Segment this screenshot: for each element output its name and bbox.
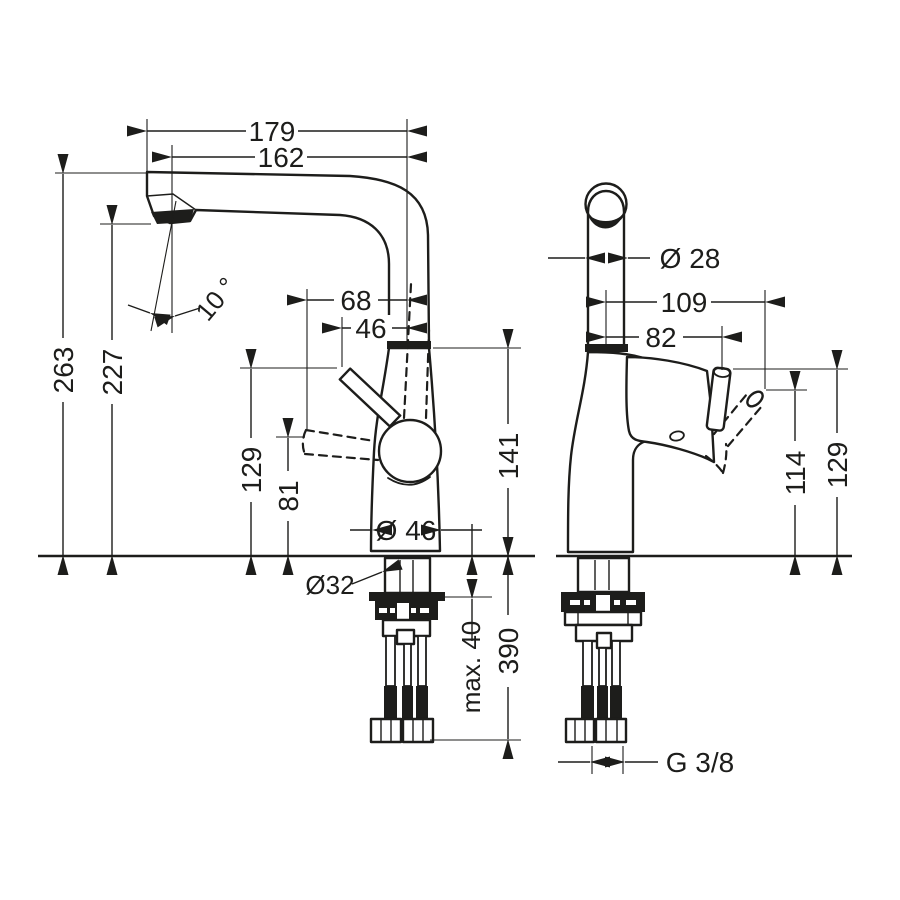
side-handle-housing — [625, 355, 716, 464]
dim-handle-reach: 68 — [340, 285, 371, 316]
dim-handle-reach-open: 46 — [355, 313, 386, 344]
side-mounting-assembly — [561, 556, 645, 744]
side-dimension-labels: Ø 28 109 82 114 129 G 3/8 — [639, 243, 853, 778]
front-bracket-tab — [395, 628, 416, 646]
side-clamp-mark — [626, 600, 636, 605]
dim-handle-height: 129 — [236, 447, 267, 494]
side-bracket-tab — [595, 631, 613, 650]
dim-side-handle-height: 129 — [822, 442, 853, 489]
front-clamp-mark — [390, 608, 395, 613]
side-clamp-mark — [584, 600, 590, 605]
front-ball-joint — [377, 418, 443, 484]
front-hose-nut — [401, 717, 435, 744]
front-flange — [369, 592, 445, 601]
dim-mounting-thickness: max. 40 — [456, 621, 486, 714]
front-view: 179 162 263 227 10 ° 68 46 129 81 141 Ø … — [38, 116, 535, 759]
side-joint-bar — [585, 344, 628, 352]
side-shank — [576, 556, 631, 594]
front-mounting-assembly — [369, 556, 445, 744]
side-tab-lines — [577, 612, 629, 625]
front-shank — [383, 556, 432, 595]
side-spout-crescent — [587, 212, 624, 229]
dim-width-spout: 162 — [258, 142, 305, 173]
side-clamp-slot — [596, 595, 610, 612]
side-hose-crimp — [597, 686, 608, 719]
side-view: Ø 28 109 82 114 129 G 3/8 — [548, 182, 853, 778]
front-spout-outline — [145, 170, 431, 346]
front-clamp-slot — [397, 603, 409, 620]
dim-connection-thread: G 3/8 — [666, 747, 734, 778]
front-hose-crimp — [402, 686, 413, 719]
side-handle-alt-tip — [746, 390, 764, 408]
front-dimension-labels: 179 162 263 227 10 ° 68 46 129 81 141 Ø … — [48, 116, 524, 713]
dim-handle-height-low: 81 — [273, 480, 304, 511]
front-joint-bar — [387, 341, 431, 349]
side-handle-lever — [705, 366, 732, 432]
front-handle-alt-dashed — [301, 428, 380, 462]
front-threaded-rod — [403, 643, 412, 687]
front-spout-facet-line — [146, 193, 197, 211]
front-hose — [385, 635, 396, 687]
front-handle-alt-up-dashed — [402, 282, 431, 420]
side-hose — [582, 640, 593, 687]
side-hose-nut — [594, 717, 628, 744]
front-clamp-mark — [420, 608, 429, 613]
front-hose-crimp — [384, 686, 397, 719]
front-ball-lower-arc — [387, 476, 431, 486]
front-handle-lever — [338, 367, 402, 428]
dim-spout-diameter: Ø 28 — [660, 243, 721, 274]
dim-side-handle-reach-open: 82 — [645, 322, 676, 353]
dim-spout-angle: 10 ° — [190, 272, 243, 327]
dim-shank-diameter: Ø32 — [305, 570, 354, 600]
side-hose-crimp — [610, 686, 622, 719]
front-dimension-lines — [57, 125, 514, 759]
dim-body-height: 141 — [493, 433, 524, 480]
front-hose-nut — [369, 717, 403, 744]
side-threaded-rod — [598, 647, 607, 687]
dim-height-spout-top: 263 — [48, 347, 79, 394]
dim-handle-height-tilt: 114 — [780, 451, 811, 496]
dim-height-outlet: 227 — [97, 349, 128, 396]
dim-base-diameter: Ø 46 — [376, 515, 437, 546]
front-hose — [417, 635, 427, 687]
dim-width-total: 179 — [249, 116, 296, 147]
front-hose-crimp — [416, 686, 428, 719]
side-tab-band — [563, 610, 643, 627]
side-hose — [611, 640, 621, 687]
front-clamp-mark — [411, 608, 416, 613]
side-hose-nut — [564, 717, 596, 744]
side-shank-lines — [594, 560, 610, 590]
side-hose-crimp — [581, 686, 594, 719]
dim-side-handle-reach: 109 — [661, 287, 708, 318]
dim-under-counter-height: 390 — [493, 628, 524, 675]
side-clamp-mark — [614, 600, 620, 605]
side-nut-facets — [574, 719, 618, 742]
front-nut-facets — [380, 719, 424, 742]
side-clamp-mark — [570, 600, 580, 605]
side-set-screw — [669, 430, 685, 442]
front-clamp-mark — [379, 608, 387, 613]
